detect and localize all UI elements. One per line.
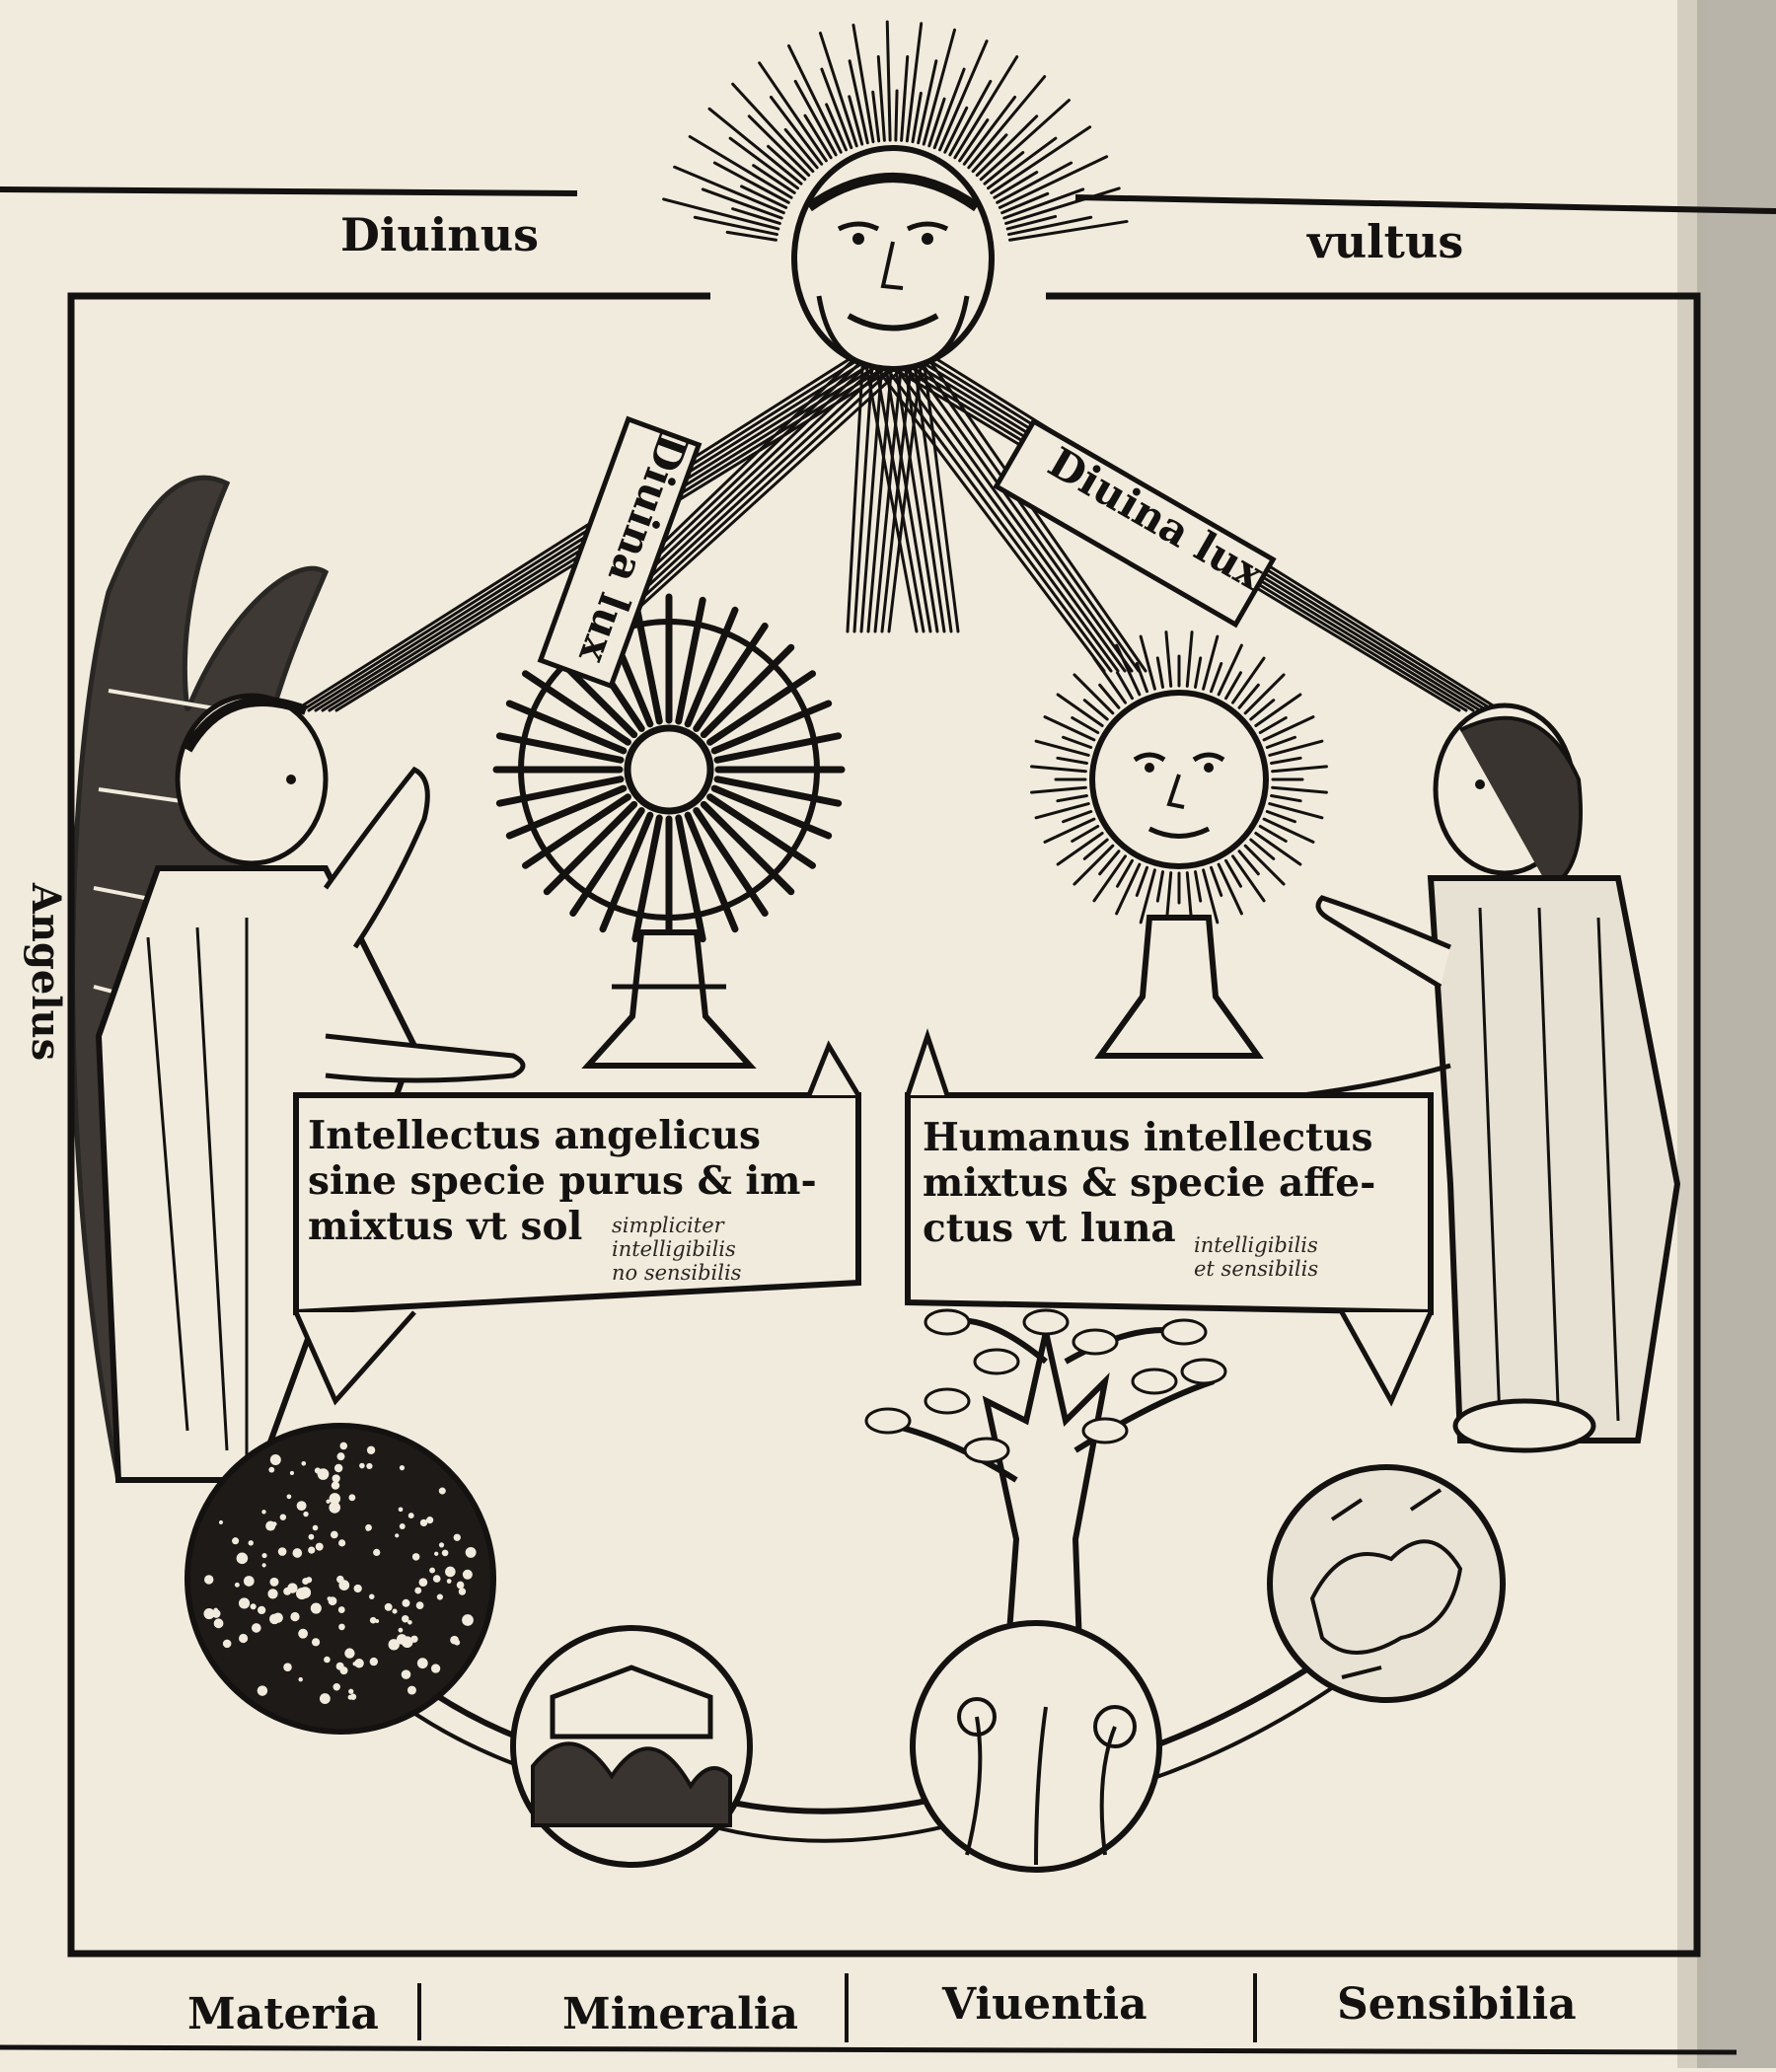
medallion-sensibilia [1267,1464,1506,1703]
human-figure-icon [1301,703,1681,1453]
banner-left [537,415,703,690]
bottom-label-viuentia: Viuentia [942,1979,1147,2030]
scroll-left [293,1040,861,1406]
scroll-left-hand-1: simpliciter [612,1214,724,1237]
scroll-left-line-2: sine specie purus & im- [308,1158,817,1205]
chain-of-being-arc-inner [353,1665,1364,1843]
scroll-right-text: Humanus intellectus mixtus & specie affe… [923,1115,1375,1251]
banner-right [993,417,1277,629]
angel-figure-icon [95,693,526,1483]
scroll-left-text: Intellectus angelicus sine specie purus … [308,1113,817,1249]
bottom-label-materia: Materia [187,1989,379,2039]
moon-face-icon [1030,630,1328,1059]
scroll-right-line-1: Humanus intellectus [923,1115,1373,1160]
sun-face-icon [791,145,995,372]
label-vultus: vultus [1307,215,1464,268]
scroll-left-line-3: mixtus vt sol [308,1204,583,1250]
medallion-viuentia [910,1620,1162,1873]
scroll-right-handwritten: intelligibilis et sensibilis [1194,1233,1318,1281]
scroll-left-hand-3: no sensibilis [612,1261,742,1286]
scroll-right-hand-2: et sensibilis [1194,1257,1319,1282]
label-diuinus: Diuinus [340,208,540,261]
scroll-left-line-1: Intellectus angelicus [308,1113,761,1158]
label-angelus: Angelus [23,882,70,1062]
chain-of-being-arc [342,1615,1383,1814]
scroll-left-handwritten: simpliciter intelligibilis no sensibilis [612,1214,741,1285]
scroll-right-line-3: ctus vt luna [923,1206,1176,1252]
medallion-mineralia [510,1625,753,1868]
main-frame [67,292,1701,1958]
scroll-right-line-2: mixtus & specie affe- [923,1160,1376,1207]
page-gutter-shadow [1697,0,1776,2068]
medallion-materia [185,1423,496,1735]
bottom-rule [0,2044,1738,2055]
scroll-left-hand-2: intelligibilis [612,1237,736,1262]
scroll-right-hand-1: intelligibilis [1194,1233,1318,1257]
top-rule-left [0,186,578,196]
bottom-label-mineralia: Mineralia [562,1989,799,2039]
page-gutter-shadow-inner [1677,0,1707,2068]
scroll-right [905,1028,1434,1407]
divine-light-beams [293,348,1503,712]
bottom-label-sensibilia: Sensibilia [1337,1979,1577,2030]
monstrance-sun-icon [492,593,846,1069]
divine-sun-rays [662,20,1129,242]
top-rule-right [1074,194,1776,214]
